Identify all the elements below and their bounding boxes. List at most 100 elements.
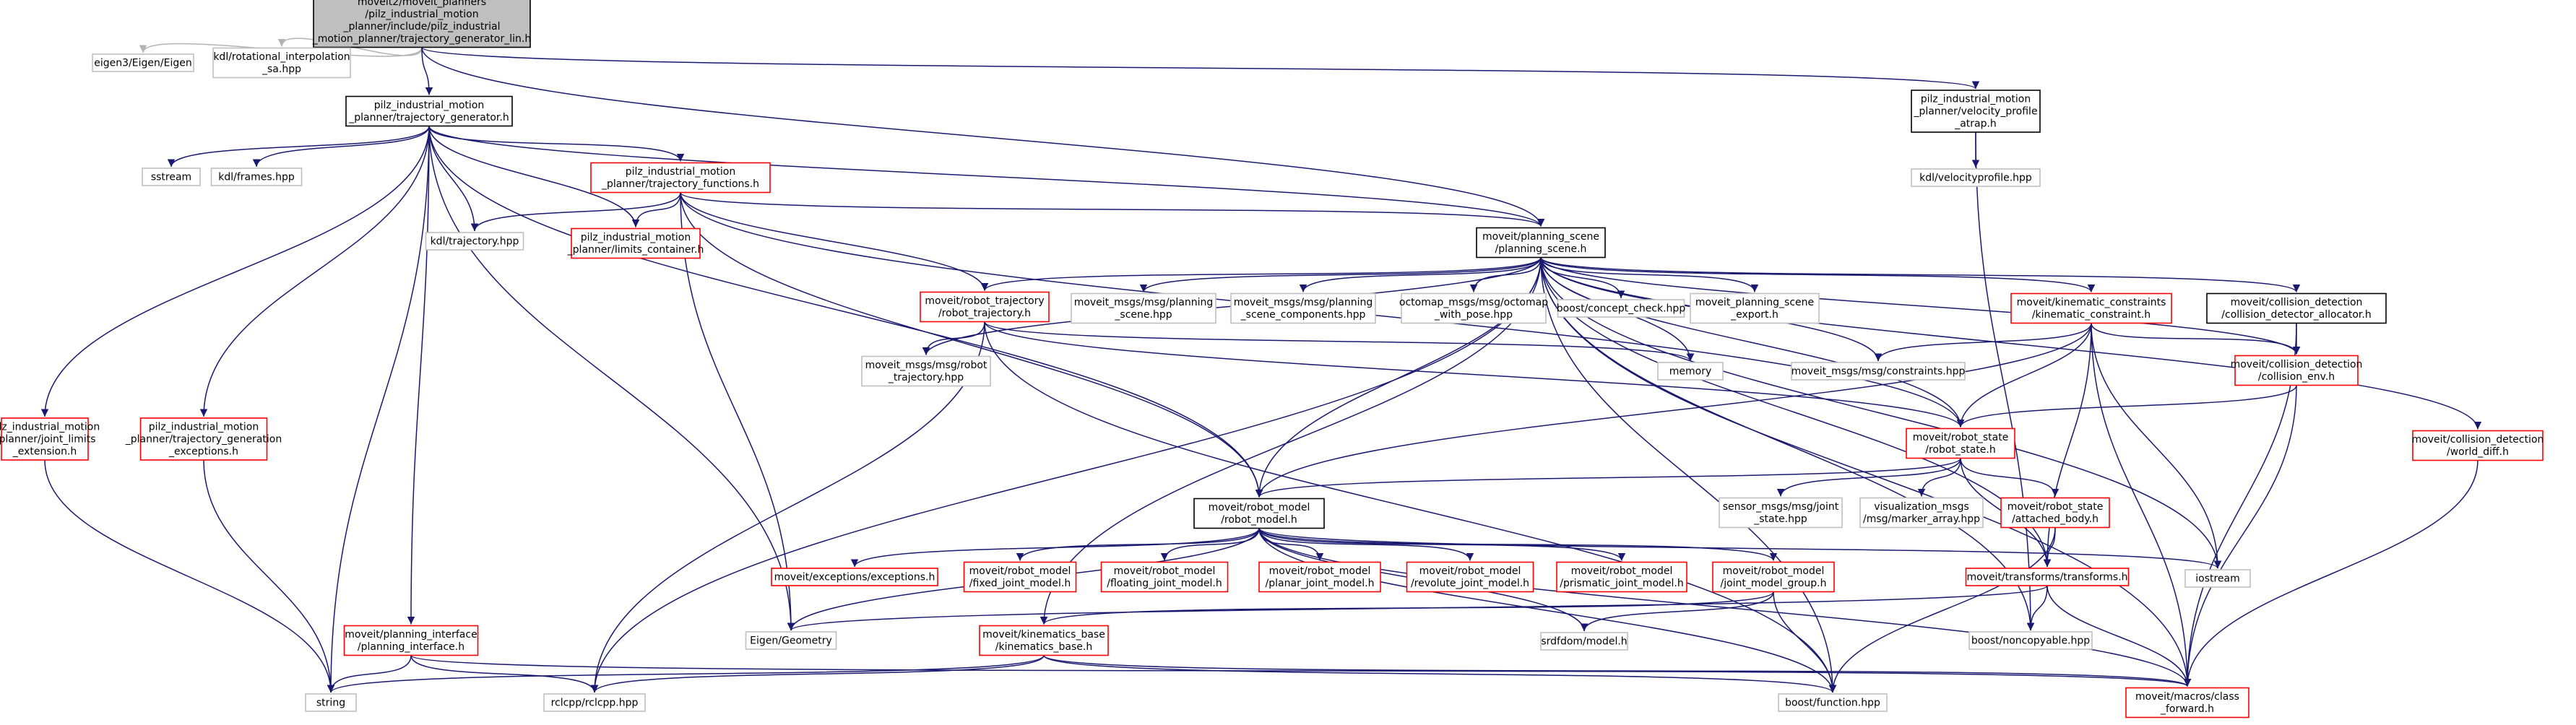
node-velatrap[interactable]: pilz_industrial_motion_planner/velocity_…: [1911, 90, 2041, 133]
edge-jle-to-string: [44, 459, 335, 693]
node-kdltraj[interactable]: kdl/trajectory.hpp: [425, 232, 524, 251]
node-rstate[interactable]: moveit/robot_state/robot_state.h: [1906, 427, 2015, 459]
edge-piface-to-classfwd: [410, 654, 2191, 687]
node-label-line: moveit/macros/class: [2135, 691, 2239, 703]
node-fixed[interactable]: moveit/robot_model/fixed_joint_model.h: [963, 561, 1077, 593]
node-box: [92, 53, 194, 72]
edge-tgen-to-piface: [407, 126, 430, 625]
node-label-line: /prismatic_joint_model.h: [1560, 578, 1683, 589]
edge-rmodel-to-fixed: [1016, 528, 1260, 561]
node-label-line: sstream: [151, 172, 191, 183]
node-box: [1406, 561, 1534, 593]
edge-rmodel-to-prismatic: [1258, 528, 1626, 561]
node-kdlvel[interactable]: kdl/velocityprofile.hpp: [1911, 168, 2041, 187]
node-noncopy[interactable]: boost/noncopyable.hpp: [1968, 631, 2093, 650]
node-jle[interactable]: pilz_industrial_motion_planner/joint_lim…: [0, 417, 100, 461]
edge-transforms-to-eigeo: [787, 585, 2048, 631]
node-rmodel[interactable]: moveit/robot_model/robot_model.h: [1193, 498, 1325, 529]
node-label-line: /floating_joint_model.h: [1107, 578, 1222, 589]
node-prismatic[interactable]: moveit/robot_model/prismatic_joint_model…: [1556, 561, 1687, 593]
node-label-line: moveit/robot_state: [2007, 501, 2104, 513]
edge-cenv-to-rstate: [1956, 385, 2297, 427]
node-sensor[interactable]: sensor_msgs/msg/joint_state.hpp: [1719, 497, 1843, 529]
node-concept[interactable]: boost/concept_check.hpp: [1557, 299, 1686, 318]
node-revolute[interactable]: moveit/robot_model/revolute_joint_model.…: [1406, 561, 1534, 593]
node-cenv[interactable]: moveit/collision_detection/collision_env…: [2231, 355, 2363, 386]
node-label-line: /collision_detector_allocator.h: [2221, 309, 2371, 321]
node-cdalloc[interactable]: moveit/collision_detection/collision_det…: [2206, 292, 2387, 324]
node-limits[interactable]: pilz_industrial_motion_planner/limits_co…: [567, 227, 704, 259]
node-label-line: _state.hpp: [1753, 513, 1807, 525]
node-label-line: /joint_model_group.h: [1721, 578, 1827, 589]
node-eigeo[interactable]: Eigen/Geometry: [745, 631, 837, 650]
node-frames[interactable]: kdl/frames.hpp: [210, 168, 303, 186]
node-box: [313, 0, 531, 48]
node-label-line: moveit/robot_model: [1723, 565, 1825, 577]
node-msgpsc[interactable]: moveit_msgs/msg/planning_scene_component…: [1230, 292, 1376, 324]
node-label-line: /planning_scene.h: [1495, 243, 1587, 255]
node-attached[interactable]: moveit/robot_state/attached_body.h: [2000, 497, 2110, 529]
node-transforms[interactable]: moveit/transforms/transforms.h: [1965, 568, 2130, 586]
edge-cenv-to-classfwd: [2183, 385, 2297, 687]
node-rclcpp[interactable]: rclcpp/rclcpp.hpp: [543, 693, 646, 712]
node-msgrt[interactable]: moveit_msgs/msg/robot_trajectory.hpp: [861, 355, 991, 387]
node-octo[interactable]: octomap_msgs/msg/octomap_with_pose.hpp: [1399, 292, 1548, 324]
node-kbase[interactable]: moveit/kinematics_base/kinematics_base.h: [979, 625, 1109, 656]
node-box: [2010, 292, 2172, 324]
node-kinc[interactable]: moveit/kinematic_constraints/kinematic_c…: [2010, 292, 2172, 324]
node-tfunc[interactable]: pilz_industrial_motion_planner/trajector…: [590, 162, 771, 194]
node-jmg[interactable]: moveit/robot_model/joint_model_group.h: [1712, 561, 1835, 593]
node-box: [590, 162, 771, 194]
node-msgcons[interactable]: moveit_msgs/msg/constraints.hpp: [1791, 362, 1966, 381]
edge-rtraj-to-memory: [984, 321, 1694, 362]
node-box: [1071, 292, 1216, 324]
node-box: [543, 693, 646, 712]
node-sstream[interactable]: sstream: [142, 168, 201, 186]
edge-jmg-to-bfunc: [1773, 591, 1837, 693]
node-rotint[interactable]: kdl/rotational_interpolation_sa.hpp: [212, 47, 351, 79]
edge-tgen-to-eigeo: [428, 126, 795, 631]
edge-kinc-to-rstate: [1956, 323, 2092, 427]
node-layer: moveit2/moveit_planners/pilz_industrial_…: [0, 0, 2544, 719]
node-bfunc[interactable]: boost/function.hpp: [1778, 693, 1888, 712]
node-label-line: moveit/robot_model: [1209, 502, 1310, 513]
node-box: [2000, 497, 2110, 529]
node-piface[interactable]: moveit/planning_interface/planning_inter…: [343, 625, 479, 656]
node-wdiff[interactable]: moveit/collision_detection/world_diff.h: [2412, 430, 2544, 461]
node-memory[interactable]: memory: [1657, 362, 1724, 381]
edge-tgen-to-tge: [199, 126, 430, 417]
node-label-line: _scene.hpp: [1114, 309, 1172, 321]
node-classfwd[interactable]: moveit/macros/class_forward.h: [2125, 687, 2249, 719]
node-planar[interactable]: moveit/robot_model/planar_joint_model.h: [1258, 561, 1381, 593]
node-rtraj[interactable]: moveit/robot_trajectory/robot_trajectory…: [920, 291, 1050, 323]
node-psexport[interactable]: moveit_planning_scene_export.h: [1690, 292, 1820, 324]
node-box: [771, 568, 938, 586]
node-exc[interactable]: moveit/exceptions/exceptions.h: [771, 568, 938, 586]
edge-ps-to-kinc: [1540, 257, 2096, 292]
node-string[interactable]: string: [305, 693, 357, 712]
node-label-line: moveit/kinematics_base: [982, 629, 1105, 641]
node-label-line: /robot_model.h: [1221, 514, 1297, 526]
node-label-line: moveit/collision_detection: [2412, 434, 2544, 446]
node-box: [2234, 355, 2359, 386]
node-floating[interactable]: moveit/robot_model/floating_joint_model.…: [1100, 561, 1229, 593]
node-tge[interactable]: pilz_industrial_motion_planner/trajector…: [125, 417, 282, 461]
node-vis[interactable]: visualization_msgs/msg/marker_array.hpp: [1859, 497, 1984, 529]
node-label-line: moveit/planning_interface: [345, 629, 477, 641]
node-srdf[interactable]: srdfdom/model.h: [1540, 632, 1628, 651]
node-msgps[interactable]: moveit_msgs/msg/planning_scene.hpp: [1071, 292, 1216, 324]
edge-ps-to-cdalloc: [1540, 256, 2300, 293]
node-box: [1719, 497, 1843, 529]
node-box: [1476, 227, 1606, 259]
node-eigen[interactable]: eigen3/Eigen/Eigen: [92, 53, 194, 72]
node-label-line: kdl/rotational_interpolation: [213, 51, 350, 63]
node-iostream[interactable]: iostream: [2184, 569, 2251, 588]
node-label-line: /robot_trajectory.h: [938, 308, 1031, 319]
node-ps[interactable]: moveit/planning_scene/planning_scene.h: [1476, 227, 1606, 259]
node-label-line: _exceptions.h: [168, 446, 238, 458]
node-root[interactable]: moveit2/moveit_planners/pilz_industrial_…: [312, 0, 531, 48]
edge-tgen-to-limits: [428, 126, 640, 227]
edge-tfunc-to-ps: [680, 191, 1544, 227]
node-tgen[interactable]: pilz_industrial_motion_planner/trajector…: [345, 95, 513, 127]
node-box: [1100, 561, 1229, 593]
